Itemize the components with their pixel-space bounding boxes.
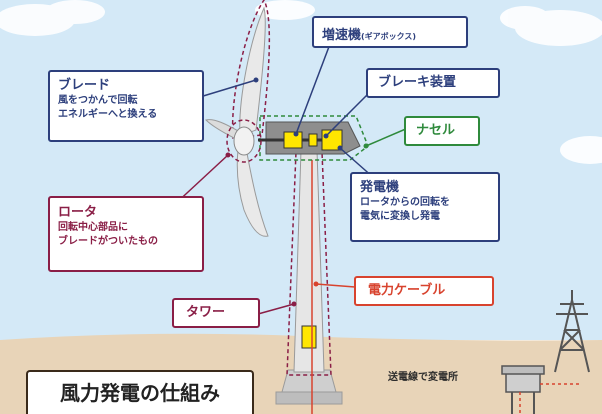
blade-label-title: ブレード [58,78,111,93]
blade-label: ブレード 風をつかんで回転 エネルギーへと換える [48,70,204,142]
tower-label-title: タワー [186,305,226,320]
substation [501,365,545,414]
nacelle-label: ナセル [404,116,480,146]
brake-label: ブレーキ装置 [366,68,500,98]
cable-label: 電力ケーブル [354,276,494,306]
nacelle-outline [259,115,369,161]
cable-label-title: 電力ケーブル [368,283,446,298]
rotor-label-desc-1: 回転中心部品に [58,222,128,233]
gearbox-label-title: 増速機 [322,28,362,43]
blade-outline [231,0,271,139]
substation-caption: 送電線で変電所 [388,372,458,383]
brake-component [308,133,318,147]
rotor-label-desc-2: ブレードがついたもの [58,236,158,247]
generator-label: 発電機 ロータからの回転を 電気に変換し発電 [350,172,500,242]
rotor-hub [233,126,255,156]
lower-blade [236,147,269,237]
generator-label-desc-2: 電気に変換し発電 [360,211,440,222]
rotor-label-title: ロータ [58,205,98,220]
tower-label: タワー [172,298,260,328]
generator-label-title: 発電機 [360,180,400,195]
gearbox-component [283,131,303,149]
blade-label-desc-2: エネルギーへと換える [58,109,158,120]
tower-foundation [275,391,343,405]
clouds [0,0,602,164]
brake-label-title: ブレーキ装置 [378,75,457,90]
generator-label-desc-1: ロータからの回転を [360,197,450,208]
upper-blade [239,6,266,137]
gearbox-label-note: (ギアボックス) [361,32,417,41]
back-blade [205,119,241,141]
diagram-title: 風力発電の仕組み [26,370,254,414]
tower-base [281,369,337,393]
transmission-tower [554,290,590,373]
blade-label-desc-1: 風をつかんで回転 [58,95,138,106]
tower-control-box [301,325,317,349]
rotor-outline [226,119,262,163]
rotor-label: ロータ 回転中心部品に ブレードがついたもの [48,196,204,272]
nacelle-label-title: ナセル [416,123,456,138]
gearbox-label: 増速機(ギアボックス) [312,16,468,48]
